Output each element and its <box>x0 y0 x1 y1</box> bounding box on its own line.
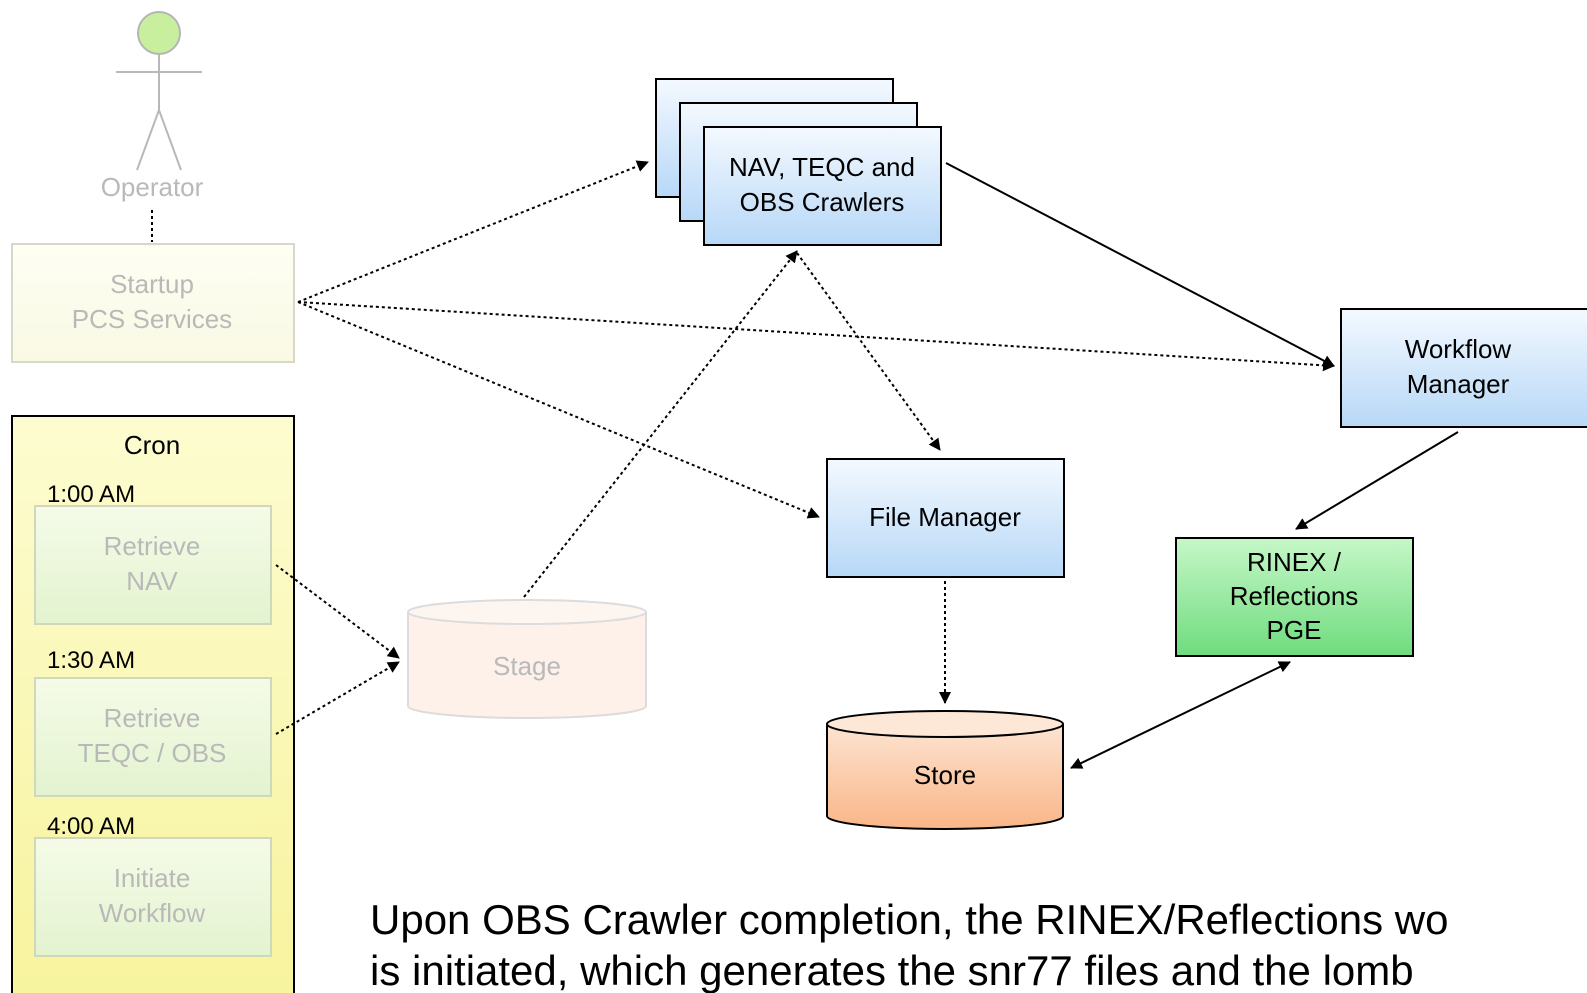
workflow-manager-node: Workflow Manager <box>1340 308 1587 428</box>
job1-line2: NAV <box>126 566 178 596</box>
crawlers-label-line1: NAV, TEQC and <box>729 152 915 182</box>
cron-job-retrieve-nav: Retrieve NAV <box>34 505 272 625</box>
workflow-manager-label-line2: Manager <box>1407 369 1510 399</box>
job3-line2: Workflow <box>99 898 206 928</box>
caption-line1: Upon OBS Crawler completion, the RINEX/R… <box>370 896 1448 943</box>
pge-label-line3: PGE <box>1267 615 1322 645</box>
workflow-manager-label-line1: Workflow <box>1405 334 1512 364</box>
arrow-pge-store-bidirectional <box>1070 661 1291 769</box>
stage-label: Stage <box>493 651 561 681</box>
arrow-workflow-manager-to-pge <box>1295 431 1459 530</box>
caption-line2: is initiated, which generates the snr77 … <box>370 947 1414 993</box>
store-datastore: Store <box>826 710 1064 830</box>
startup-label-line1: Startup <box>110 269 194 299</box>
arrow-retrieve-nav-to-stage <box>275 564 400 659</box>
connectors <box>275 160 1459 769</box>
pge-label-line2: Reflections <box>1230 581 1359 611</box>
job1-line1: Retrieve <box>104 531 201 561</box>
arrow-startup-to-crawlers <box>297 160 649 303</box>
job2-line2: TEQC / OBS <box>78 738 227 768</box>
cron-title: Cron <box>124 430 180 460</box>
arrow-stage-to-crawlers <box>523 250 798 598</box>
cron-panel: Cron 1:00 AM Retrieve NAV 1:30 AM Retrie… <box>11 415 295 993</box>
cron-job-initiate-workflow: Initiate Workflow <box>34 837 272 957</box>
arrow-startup-to-workflow-manager <box>297 301 1335 372</box>
crawlers-node: NAV, TEQC and OBS Crawlers <box>655 78 942 246</box>
cron-job-time-2: 1:30 AM <box>47 647 135 674</box>
cron-job-retrieve-teqc-obs: Retrieve TEQC / OBS <box>34 677 272 797</box>
arrow-crawlers-to-workflow-manager <box>945 162 1335 367</box>
store-label: Store <box>914 760 976 790</box>
crawlers-label-line2: OBS Crawlers <box>740 187 905 217</box>
operator-label: Operator <box>101 172 204 202</box>
job2-line1: Retrieve <box>104 703 201 733</box>
operator-leg-left <box>136 109 160 171</box>
rinex-pge-node: RINEX / Reflections PGE <box>1175 537 1414 657</box>
operator-head <box>137 11 181 55</box>
arrow-crawlers-to-file-manager <box>796 252 941 451</box>
startup-pcs-services-node: Startup PCS Services <box>11 243 295 363</box>
operator-leg-right <box>158 109 182 171</box>
startup-label-line2: PCS Services <box>72 304 232 334</box>
cron-job-time-3: 4:00 AM <box>47 813 135 840</box>
stage-datastore: Stage <box>407 599 647 719</box>
job3-line1: Initiate <box>114 863 191 893</box>
file-manager-label: File Manager <box>869 502 1021 532</box>
crawler-stack-front <box>703 126 942 246</box>
arrow-startup-to-file-manager <box>297 301 820 519</box>
file-manager-node: File Manager <box>826 458 1065 578</box>
cron-job-time-1: 1:00 AM <box>47 481 135 508</box>
operator-actor: Operator <box>101 11 204 202</box>
pge-label-line1: RINEX / <box>1247 547 1342 577</box>
